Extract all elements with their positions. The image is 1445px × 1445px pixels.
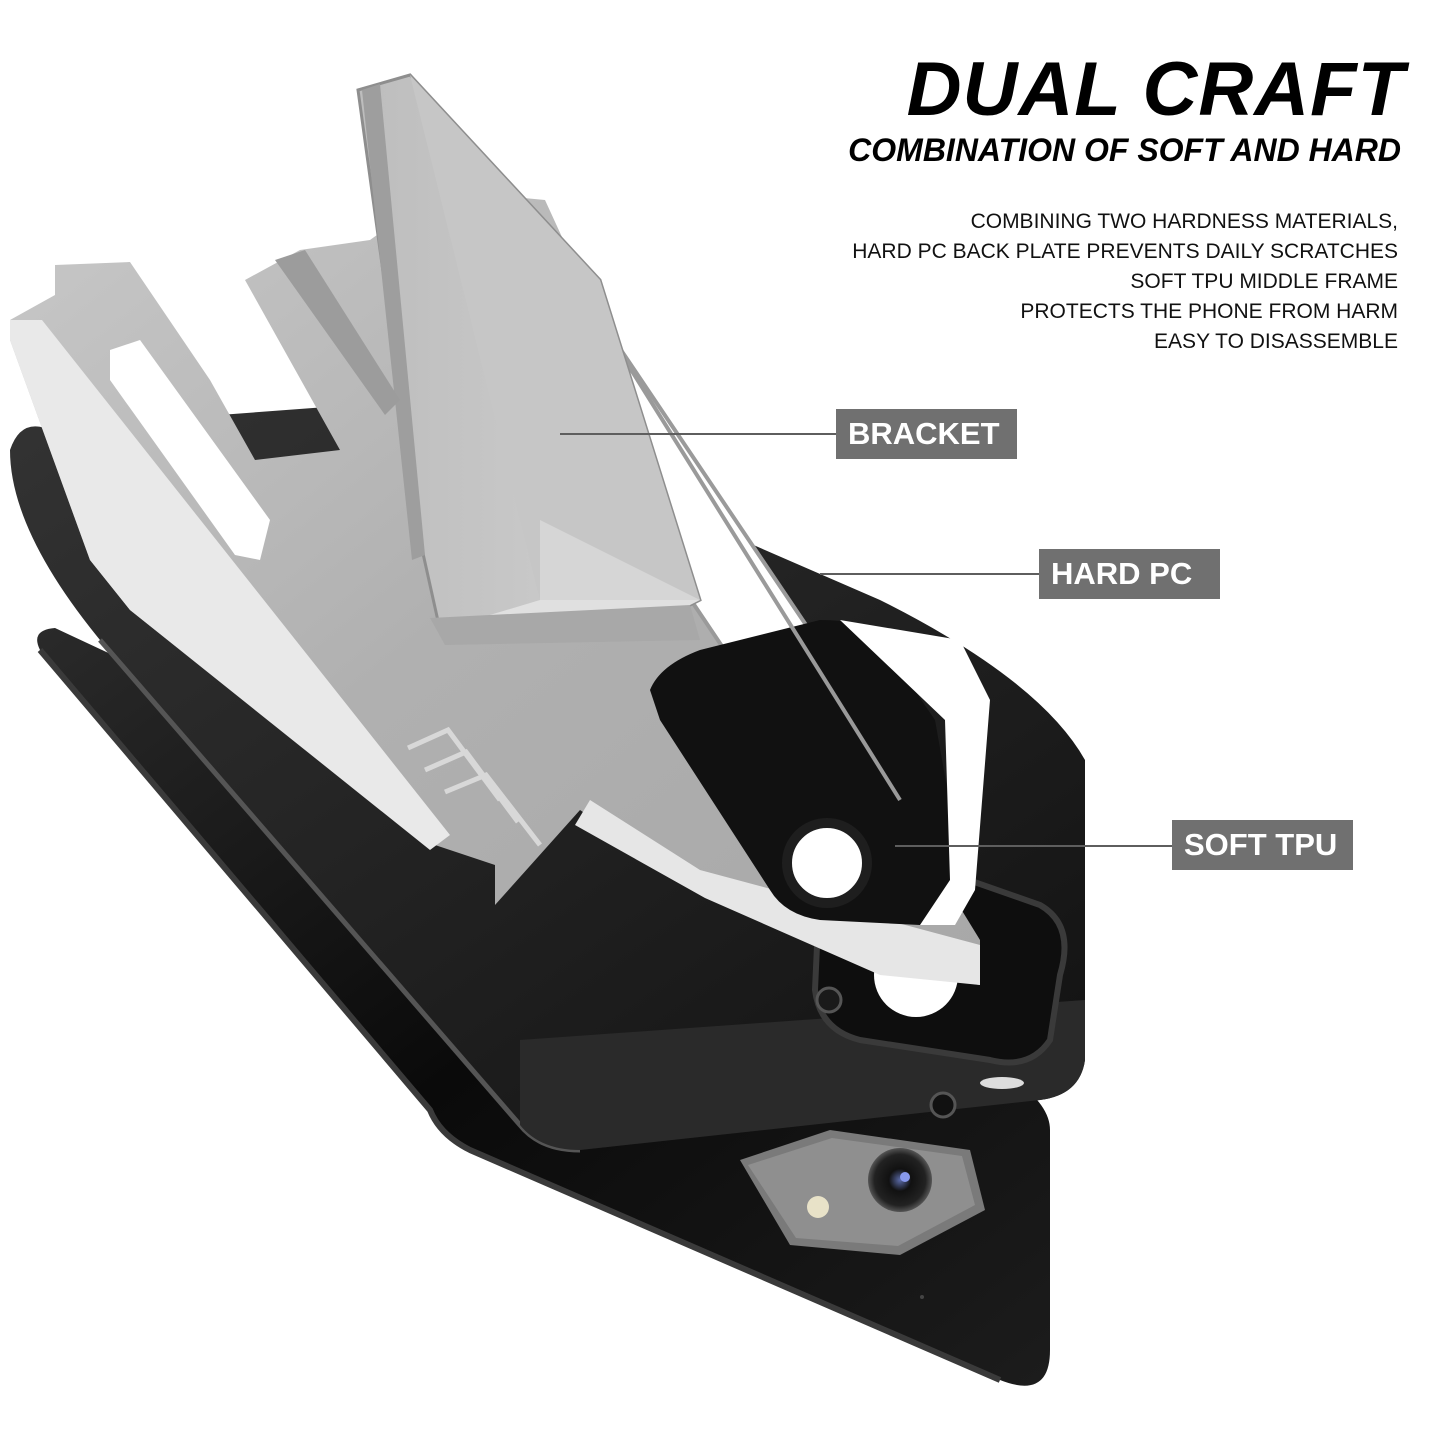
bracket-leader-line	[560, 433, 837, 435]
description-line: COMBINING TWO HARDNESS MATERIALS,	[970, 210, 1398, 233]
soft-tpu-leader-line	[895, 845, 1173, 847]
hard-pc-leader-line	[820, 573, 1042, 575]
headline-title: DUAL CRAFT	[906, 47, 1405, 132]
description-line: SOFT TPU MIDDLE FRAME	[1130, 270, 1398, 293]
camera-lens-icon	[868, 1148, 932, 1212]
description-line: PROTECTS THE PHONE FROM HARM	[1020, 300, 1398, 323]
description-line: EASY TO DISASSEMBLE	[1154, 330, 1398, 353]
feature-description: COMBINING TWO HARDNESS MATERIALS, HARD P…	[852, 207, 1398, 357]
description-line: HARD PC BACK PLATE PREVENTS DAILY SCRATC…	[852, 240, 1398, 263]
flash-icon	[807, 1196, 829, 1218]
grip-ribs	[406, 726, 542, 847]
bracket-kickstand	[275, 73, 702, 645]
camera-module	[740, 1130, 985, 1255]
callout-hard-pc: HARD PC	[1039, 549, 1220, 599]
headline-subtitle: COMBINATION OF SOFT AND HARD	[848, 132, 1401, 168]
callout-soft-tpu: SOFT TPU	[1172, 820, 1353, 870]
callout-bracket: BRACKET	[836, 409, 1017, 459]
